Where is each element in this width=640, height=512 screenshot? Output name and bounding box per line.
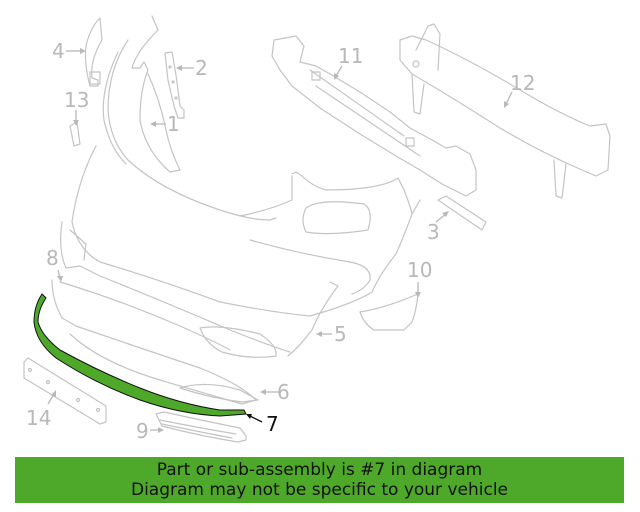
bumper-cover-body[interactable] [71,145,421,317]
part-4-side-bracket-left[interactable] [84,17,103,87]
part-1-bumper-cover-upper[interactable] [102,15,277,221]
part-10-corner-trim[interactable] [359,293,419,331]
callout-12[interactable]: 12 [510,71,536,95]
callout-5[interactable]: 5 [334,322,347,346]
parts-diagram-drawing [23,15,611,443]
parts-diagram: 4 2 13 1 11 12 3 10 8 5 6 7 9 14 [23,15,611,443]
part-5-bumper-cover[interactable] [199,281,339,358]
callout-10[interactable]: 10 [407,258,433,282]
callout-1[interactable]: 1 [167,112,180,136]
callout-8[interactable]: 8 [46,246,59,270]
part-2-side-bracket-right[interactable] [164,51,185,119]
part-14-license-plate-bracket[interactable] [23,357,107,425]
banner-line-1: Part or sub-assembly is #7 in diagram [156,460,483,480]
info-banner: Part or sub-assembly is #7 in diagram Di… [15,457,624,503]
part-12-reinforcement-beam[interactable] [399,23,611,199]
callout-2[interactable]: 2 [195,56,208,80]
part-7-lower-trim-strip[interactable] [33,293,247,417]
callout-3[interactable]: 3 [427,220,440,244]
callout-13[interactable]: 13 [64,88,90,112]
part-11-energy-absorber[interactable] [271,35,477,197]
callout-9[interactable]: 9 [136,419,149,443]
callout-6[interactable]: 6 [277,380,290,404]
callout-arrows [47,48,513,433]
callout-11[interactable]: 11 [338,44,364,68]
banner-line-2: Diagram may not be specific to your vehi… [130,480,508,500]
part-8-lower-bumper-panel[interactable] [60,221,291,353]
callout-7[interactable]: 7 [266,412,279,436]
part-13-clip[interactable] [69,121,81,147]
callout-4[interactable]: 4 [52,39,65,63]
part-3-small-bracket[interactable] [437,195,487,231]
callout-14[interactable]: 14 [26,406,52,430]
part-9-lower-grille[interactable] [155,411,247,443]
part-6-lower-valance[interactable] [51,279,259,405]
